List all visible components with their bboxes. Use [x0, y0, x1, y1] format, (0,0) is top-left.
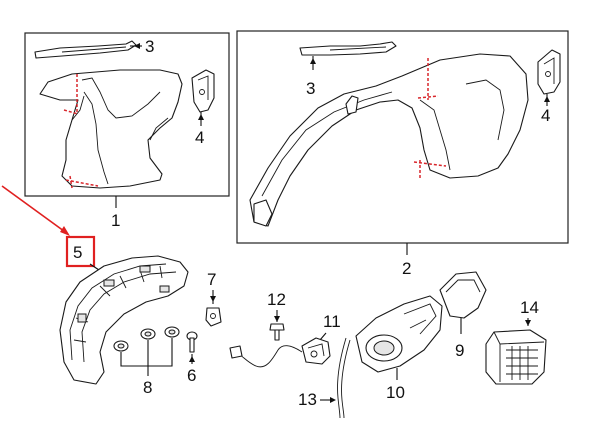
callout-6: 6	[187, 366, 196, 385]
part-12-screw: 12	[267, 290, 286, 341]
callout-14: 14	[520, 298, 539, 317]
part-14-vent-grille: 14	[485, 298, 547, 385]
callout-8: 8	[143, 378, 152, 397]
part-2-inner-wheelhouse	[249, 53, 529, 227]
highlight-box: 5	[65, 235, 96, 268]
part-3-strip-left: 3	[34, 37, 154, 59]
part-1-quarter-panel-section	[39, 69, 183, 189]
part-3-strip-right: 3	[299, 41, 397, 98]
callout-5: 5	[73, 243, 82, 262]
callout-3b: 3	[306, 79, 315, 98]
group-2-frame	[236, 30, 569, 244]
part-6-screw: 6	[186, 331, 198, 385]
callout-4b: 4	[541, 106, 550, 125]
group-1-frame	[24, 32, 230, 197]
part-4-bracket-left: 4	[191, 69, 215, 147]
part-13-drain-hose: 13	[298, 337, 351, 419]
callout-1: 1	[111, 211, 120, 230]
part-5-wheelhouse-liner	[59, 255, 189, 385]
callout-13: 13	[298, 390, 317, 409]
part-8-clips: 8	[113, 326, 180, 397]
arrow-icon	[60, 226, 70, 236]
part-4-bracket-right: 4	[537, 49, 561, 125]
callout-9: 9	[455, 341, 464, 360]
part-9-fuel-door: 9	[439, 271, 487, 360]
callout-7: 7	[207, 270, 216, 289]
callout-4a: 4	[195, 128, 204, 147]
highlight-arrow	[1, 185, 70, 236]
callout-2: 2	[402, 259, 411, 278]
part-11-latch-actuator: 11	[229, 312, 341, 368]
callout-10: 10	[386, 383, 405, 402]
callout-11: 11	[323, 312, 341, 331]
callout-12: 12	[267, 290, 286, 309]
callout-3a: 3	[145, 37, 154, 56]
part-10-filler-housing: 10	[355, 295, 443, 402]
part-7-nut: 7	[205, 270, 222, 327]
